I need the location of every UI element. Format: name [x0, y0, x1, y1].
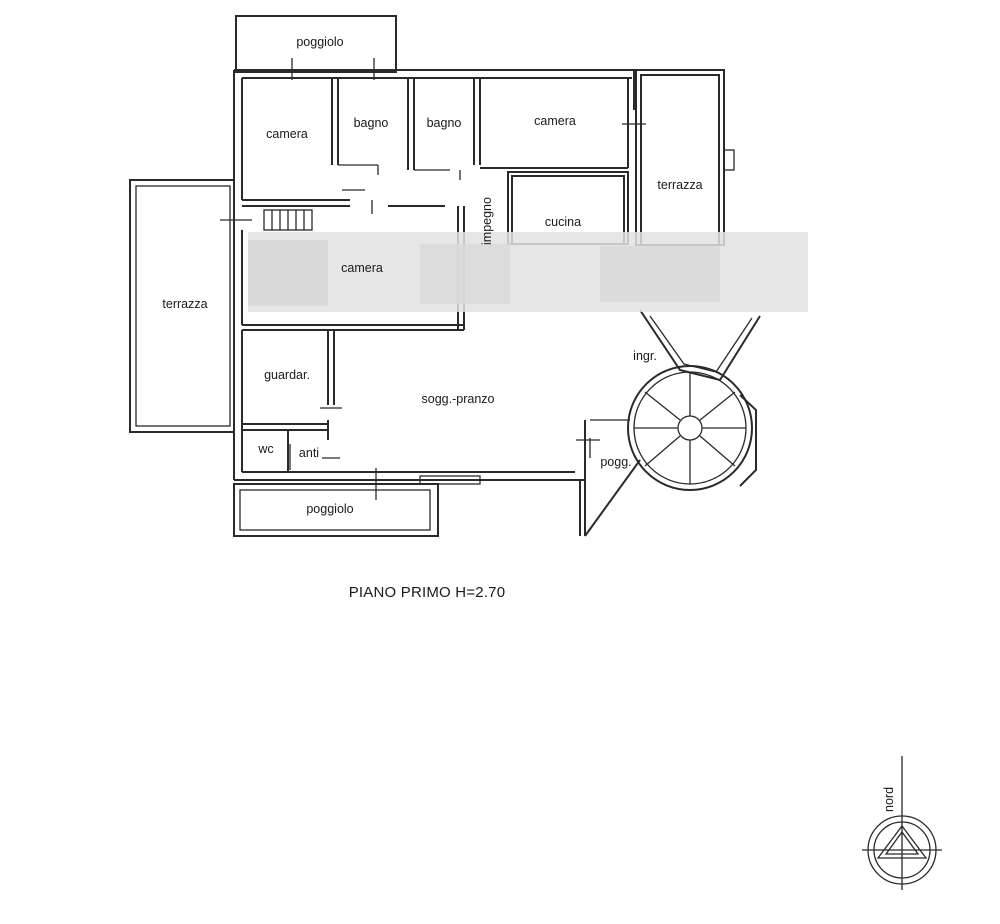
- label-pogg: pogg.: [600, 455, 631, 469]
- balcony-bottom: [233, 475, 481, 537]
- label-terrazza-left: terrazza: [162, 297, 207, 311]
- label-camera-top-right: camera: [534, 114, 576, 128]
- north-label: nord: [882, 787, 896, 812]
- label-camera-top-left: camera: [266, 127, 308, 141]
- label-poggiolo-bottom: poggiolo: [306, 502, 353, 516]
- blur-overlay: [248, 232, 808, 312]
- stairs-top: [263, 209, 313, 231]
- label-anti: anti: [299, 446, 319, 460]
- label-guardaroba: guardar.: [264, 368, 310, 382]
- label-bagno-2: bagno: [427, 116, 462, 130]
- label-bagno-1: bagno: [354, 116, 389, 130]
- spiral-stair-area: [576, 309, 761, 537]
- label-cucina: cucina: [545, 215, 581, 229]
- plan-caption: PIANO PRIMO H=2.70: [349, 584, 506, 601]
- label-soggiorno: sogg.-pranzo: [422, 392, 495, 406]
- label-poggiolo-top: poggiolo: [296, 35, 343, 49]
- label-ingresso: ingr.: [633, 349, 657, 363]
- north-compass-icon: [862, 756, 942, 890]
- lower-left-walls: [241, 330, 377, 500]
- label-camera-center: camera: [341, 261, 383, 275]
- terrace-left: [129, 179, 235, 433]
- terrace-right: [635, 69, 735, 246]
- label-wc: wc: [257, 442, 273, 456]
- top-rooms-walls: [220, 58, 646, 221]
- label-terrazza-right: terrazza: [657, 178, 702, 192]
- label-impegno: impegno: [480, 197, 494, 245]
- balcony-top: [235, 15, 397, 73]
